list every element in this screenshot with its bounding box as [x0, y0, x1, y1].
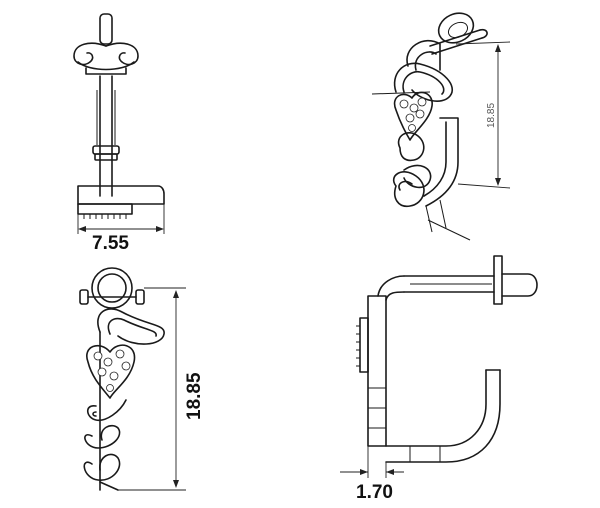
front-width-label: 7.55: [92, 233, 129, 254]
side-length-label: 18.85: [184, 372, 205, 420]
front-view: 7.55: [73, 13, 165, 254]
isometric-length-label: 18.85: [486, 103, 497, 128]
profile-view: 1.70: [340, 255, 538, 503]
side-view: 18.85: [79, 267, 205, 491]
profile-thickness-label: 1.70: [356, 482, 393, 503]
isometric-view: 18.85: [371, 12, 511, 241]
